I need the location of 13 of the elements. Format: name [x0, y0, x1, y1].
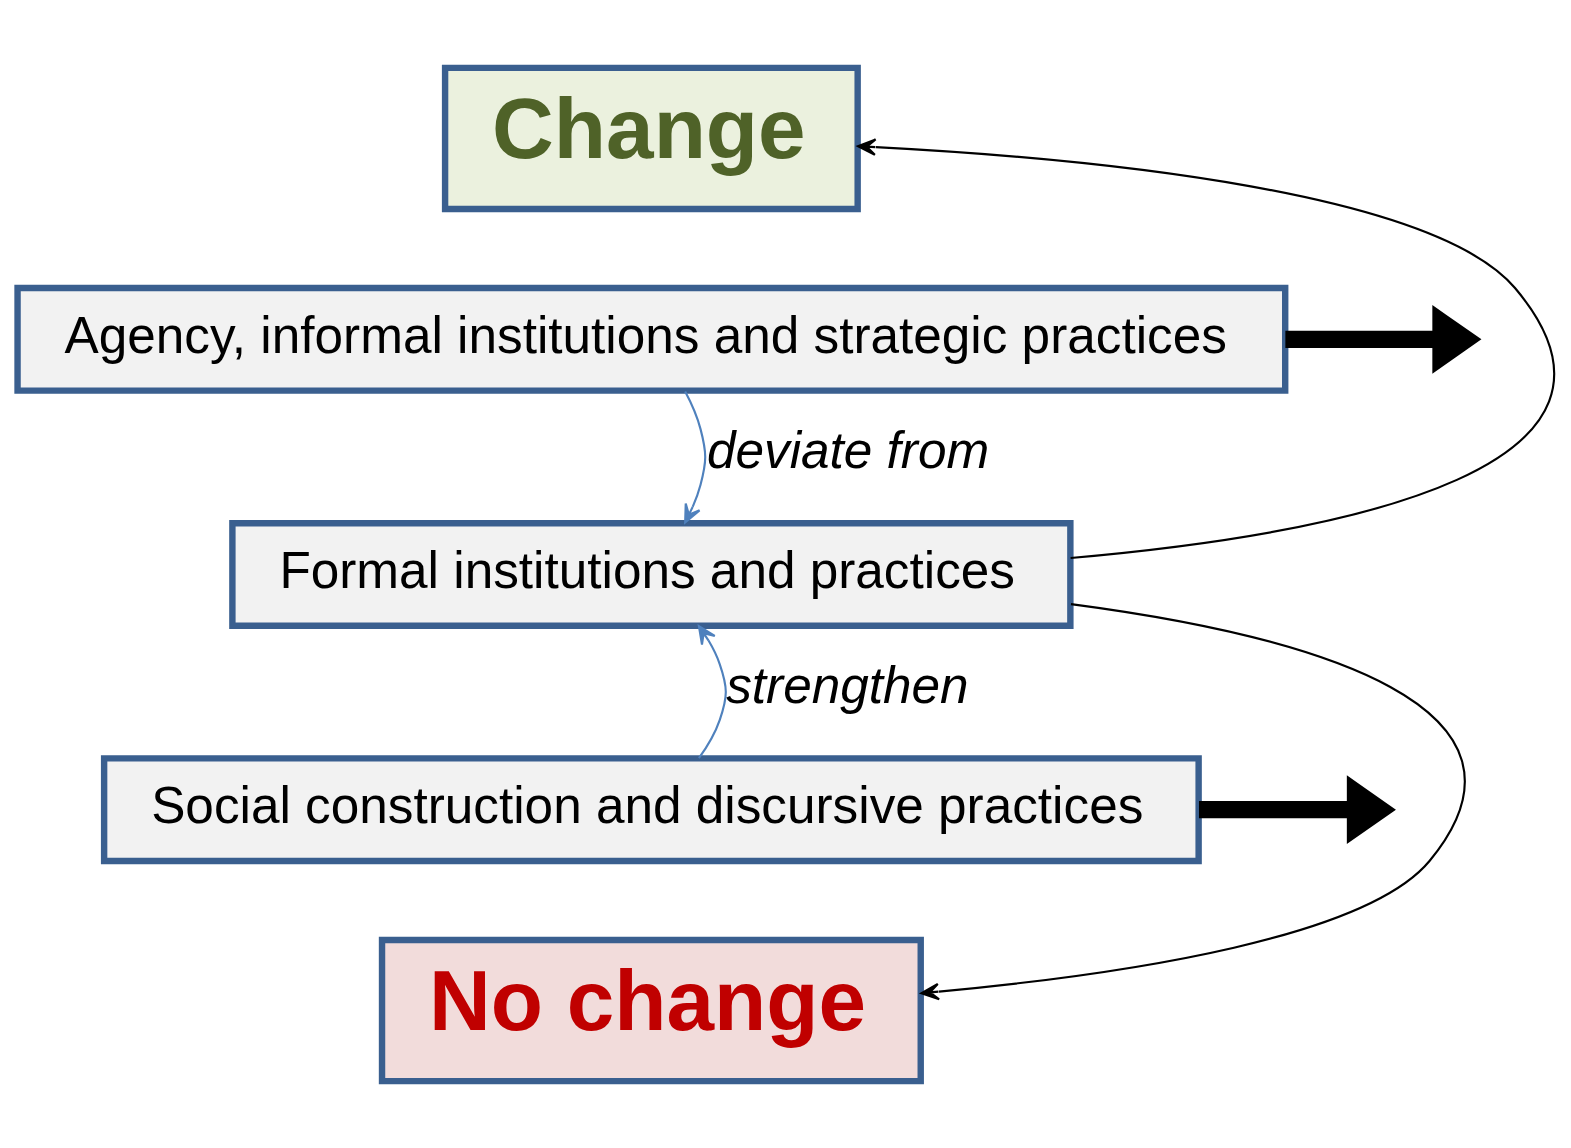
arrow: [1284, 304, 1481, 374]
edge-label: strengthen: [725, 656, 969, 714]
arrow: [1198, 774, 1396, 844]
node-box: No change: [378, 936, 924, 1084]
arrow: [697, 624, 727, 759]
arrow: [919, 602, 1465, 1000]
arrow: [856, 137, 1555, 559]
node-box: Social construction and discursive practices: [100, 754, 1202, 864]
edge-label: deviate from: [706, 421, 989, 479]
node-box: Change: [441, 64, 861, 212]
node-box: Formal institutions and practices: [228, 519, 1074, 629]
arrow: [683, 390, 706, 523]
node-box: Agency, informal institutions and strategic practices: [13, 284, 1288, 394]
